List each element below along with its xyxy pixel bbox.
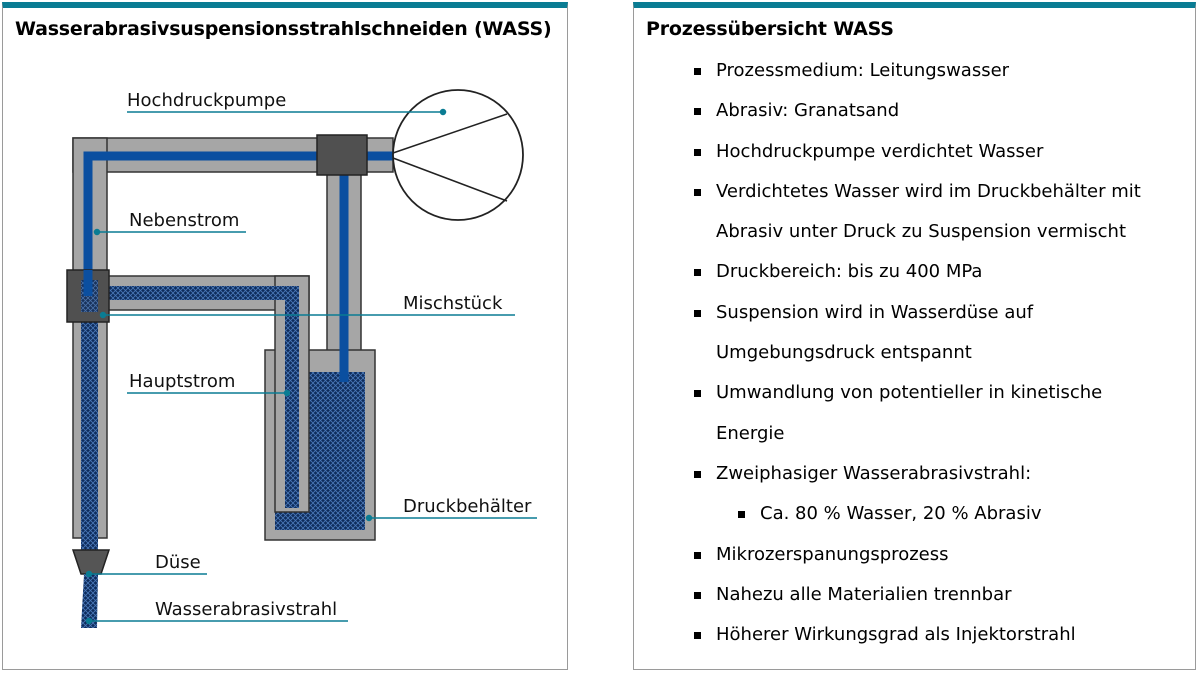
bullet-marker-icon: [694, 269, 701, 277]
sub-bullet-item: Ca. 80 % Wasser, 20 % Abrasiv: [738, 494, 1141, 534]
outlet-suspension: [81, 290, 98, 550]
bullet-marker-icon: [694, 551, 701, 559]
nozzle: [71, 549, 111, 575]
water-line: [83, 151, 349, 382]
bullet-item: Abrasiv: Granatsand: [694, 91, 1141, 131]
bullet-text: Prozessmedium: Leitungswasser: [716, 60, 1010, 81]
bullet-item: Zweiphasiger Wasserabrasivstrahl:: [694, 454, 1141, 494]
bullet-text: Abrasiv: Granatsand: [716, 100, 900, 122]
label-hochdruckpumpe: Hochdruckpumpe: [127, 90, 286, 111]
bullet-marker-icon: [694, 470, 701, 478]
bullet-text: Mikrozerspanungsprozess: [716, 543, 949, 565]
label-hauptstrom: Hauptstrom: [129, 371, 235, 392]
bullet-text-continuation: Abrasiv unter Druck zu Suspension vermis…: [716, 221, 1127, 243]
bullet-marker-icon: [738, 511, 745, 519]
label-wasserabrasivstrahl: Wasserabrasivstrahl: [155, 599, 337, 620]
bullet-marker-icon: [694, 148, 701, 156]
bullet-text: Zweiphasiger Wasserabrasivstrahl:: [716, 462, 1032, 484]
bullet-text-continuation: Energie: [716, 422, 785, 444]
bullet-marker-icon: [694, 309, 701, 317]
bullet-text-continuation: Umgebungsdruck entspannt: [716, 342, 972, 364]
bullet-text: Umwandlung von potentieller in kinetisch…: [716, 382, 1103, 404]
bullet-text: Suspension wird in Wasserdüse auf: [716, 301, 1034, 323]
bullet-item: Prozessmedium: Leitungswasser: [694, 51, 1141, 91]
bullet-marker-icon: [694, 68, 701, 75]
overview-panel: Prozessübersicht WASS Prozessmedium: Lei…: [633, 2, 1196, 670]
bullet-marker-icon: [694, 591, 701, 599]
label-duese: Düse: [155, 552, 201, 573]
bullet-text: Druckbereich: bis zu 400 MPa: [716, 261, 983, 283]
high-pressure-pump: [392, 89, 524, 221]
bullet-marker-icon: [694, 108, 701, 116]
bullet-text: Hochdruckpumpe verdichtet Wasser: [716, 140, 1044, 162]
overview-title: Prozessübersicht WASS: [646, 18, 894, 40]
bullet-text: Ca. 80 % Wasser, 20 % Abrasiv: [760, 503, 1042, 525]
bullet-text: Verdichtetes Wasser wird im Druckbehälte…: [716, 180, 1141, 202]
bullet-marker-icon: [694, 632, 701, 640]
bullet-text: Höherer Wirkungsgrad als Injektorstrahl: [716, 624, 1076, 646]
bullet-text: Nahezu alle Materialien trennbar: [716, 583, 1012, 605]
abrasive-jet: [81, 574, 98, 628]
bullet-item: Mikrozerspanungsprozess: [694, 535, 1141, 575]
pump-tee-fitting: [316, 134, 368, 176]
label-nebenstrom: Nebenstrom: [129, 210, 239, 231]
bullet-item: Höherer Wirkungsgrad als Injektorstrahl: [694, 615, 1141, 655]
bullet-item: Hochdruckpumpe verdichtet Wasser: [694, 132, 1141, 172]
diagram-title: Wasserabrasivsuspensionsstrahlschneiden …: [15, 18, 552, 40]
label-mischstueck: Mischstück: [403, 293, 503, 314]
label-druckbehaelter: Druckbehälter: [403, 496, 532, 517]
bullet-marker-icon: [694, 390, 701, 398]
bullet-item: Nahezu alle Materialien trennbar: [694, 575, 1141, 615]
bullet-marker-icon: [694, 188, 701, 196]
diagram-panel: Hochdruckpumpe Nebenstrom Mischstück Hau…: [2, 2, 568, 670]
bullet-item: Umwandlung von potentieller in kinetisch…: [694, 373, 1141, 454]
bullet-item: Verdichtetes Wasser wird im Druckbehälte…: [694, 172, 1141, 253]
bullet-item: Druckbereich: bis zu 400 MPa: [694, 252, 1141, 292]
wass-schematic: Hochdruckpumpe Nebenstrom Mischstück Hau…: [66, 89, 537, 628]
